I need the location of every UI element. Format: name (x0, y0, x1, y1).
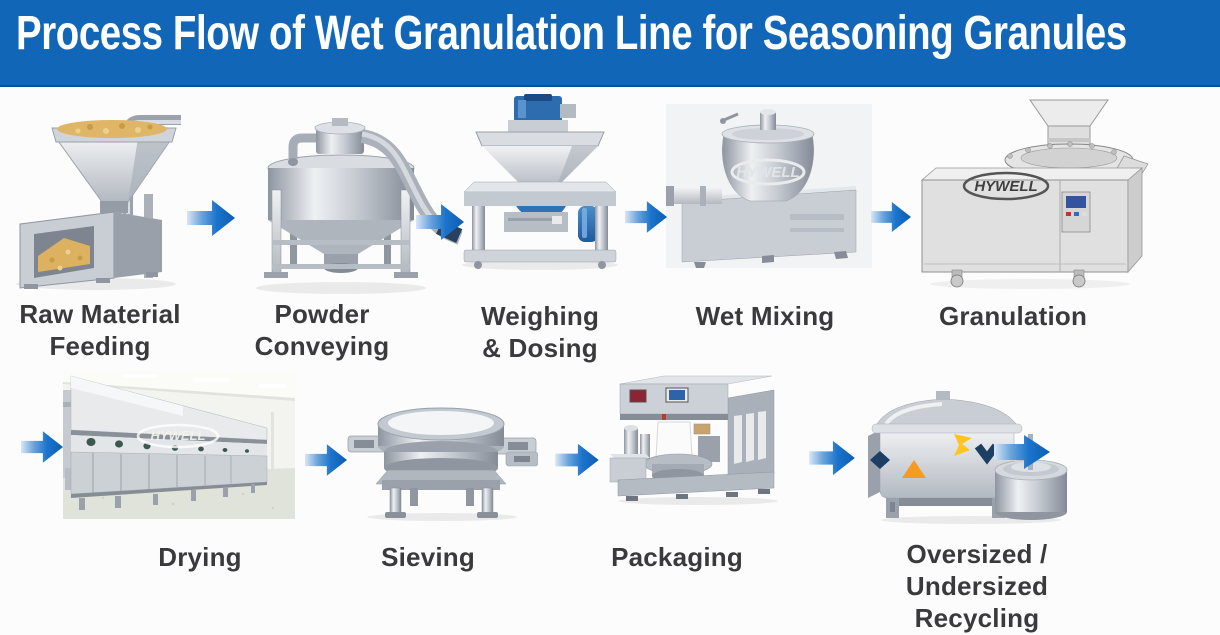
recycling-image (868, 391, 1068, 524)
packaging-image (609, 375, 778, 505)
hywell-watermark: HYWELL (974, 178, 1037, 195)
red-display (629, 389, 647, 403)
sieving-image (347, 407, 538, 521)
page-title: Process Flow of Wet Granulation Line for… (16, 7, 1127, 60)
control-screen (1066, 196, 1086, 208)
flow-arrow-5 (21, 431, 63, 463)
yellow-arrow-mark (954, 434, 972, 456)
title-banner: Process Flow of Wet Granulation Line for… (0, 0, 1220, 87)
navy-diamond-mark (870, 451, 890, 469)
hywell-watermark: HYWELL (151, 428, 206, 443)
granulation-image: HYWELL (920, 99, 1149, 289)
drum-arrow (994, 435, 1050, 469)
blue-display (669, 390, 685, 400)
step-label-weighing-dosing: Weighing & Dosing (480, 301, 600, 364)
flow-arrow-8 (809, 440, 855, 476)
flow-arrow-2 (416, 204, 464, 240)
step-label-raw-material-feeding: Raw Material Feeding (19, 299, 181, 362)
step-label-wet-mixing: Wet Mixing (695, 301, 835, 331)
drying-image: HYWELL (63, 372, 295, 519)
packaging-bag (655, 421, 693, 459)
flow-arrow-1 (187, 200, 235, 236)
flow-arrow-7 (555, 443, 599, 477)
step-label-oversized-undersized-recycling: Oversized / Undersized Recycling (905, 539, 1049, 634)
navy-arrow-mark (974, 443, 1000, 465)
step-label-packaging: Packaging (611, 542, 743, 572)
flow-arrow-4 (871, 202, 911, 232)
conveying-vessel (268, 168, 414, 220)
wet-mixing-image: HYWELL (666, 104, 872, 268)
vacuum-receiver (316, 128, 364, 154)
granules-pile (57, 120, 167, 138)
step-label-powder-conveying: Powder Conveying (254, 299, 390, 362)
step-label-sieving: Sieving (381, 542, 475, 572)
flow-arrow-6 (305, 444, 347, 476)
discharge-pipe (666, 188, 722, 204)
step-label-drying: Drying (158, 542, 242, 572)
mixing-bowl (722, 133, 814, 202)
flow-arrow-3 (625, 201, 667, 233)
granulator-hopper (1029, 99, 1109, 127)
weighing-dosing-image (462, 94, 618, 270)
orange-arrow-mark (902, 460, 926, 478)
step-label-granulation: Granulation (938, 301, 1088, 331)
hywell-watermark: HYWELL (736, 164, 799, 181)
powder-conveying-image (256, 118, 463, 294)
sieve-screen (388, 411, 494, 435)
raw-material-feeding-image (16, 115, 181, 290)
recycler-body (879, 429, 1015, 499)
